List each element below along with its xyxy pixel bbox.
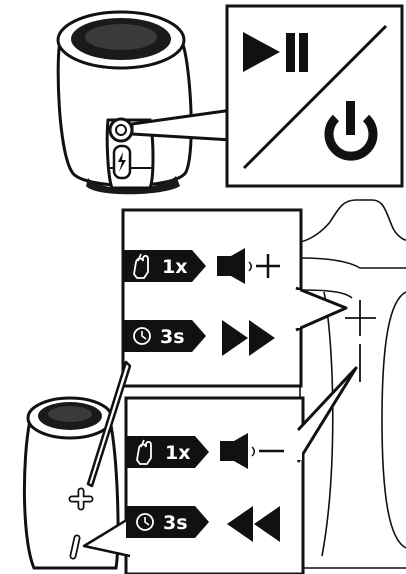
skip-back-icon [227, 506, 280, 542]
top-speaker-illustration [56, 10, 193, 195]
volume-up-row-hold: 3s [123, 320, 275, 356]
volume-down-row-hold: 3s [126, 506, 280, 542]
volume-up-panel: 1x 3s [86, 208, 348, 488]
tap-hand-icon [133, 253, 149, 279]
volume-down-panel: 1x 3s [82, 366, 358, 574]
speaker-side-outline [299, 199, 406, 569]
tap-count-label: 1x [162, 256, 187, 278]
charging-port-icon [112, 144, 132, 180]
tap-count-label: 1x [165, 442, 190, 464]
clock-icon [133, 327, 151, 345]
tap-hand-icon [136, 439, 152, 465]
power-icon [324, 101, 378, 161]
top-callout-box [225, 4, 404, 188]
play-pause-icon [243, 32, 308, 72]
volume-down-row-tap: 1x [126, 433, 284, 469]
power-button-callout [108, 117, 134, 143]
clock-icon [136, 513, 154, 531]
volume-up-icon [217, 248, 280, 284]
bottom-speaker-illustration [22, 396, 120, 570]
hold-duration-label: 3s [163, 512, 188, 534]
volume-down-icon [220, 433, 284, 469]
speaker-plus-marking [345, 300, 376, 336]
hold-duration-label: 3s [160, 326, 185, 348]
skip-forward-icon [222, 320, 275, 356]
volume-up-row-tap: 1x [123, 248, 280, 284]
